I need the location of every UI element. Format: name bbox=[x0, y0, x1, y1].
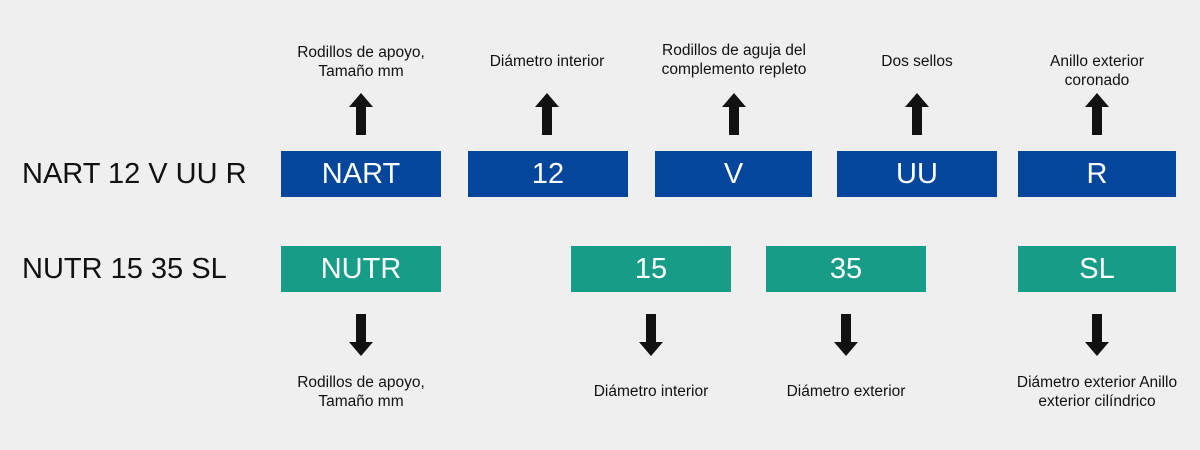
up-arrow-icon bbox=[535, 93, 559, 135]
down-arrow-icon bbox=[834, 314, 858, 356]
row2-caption-nutr: Rodillos de apoyo,Tamaño mm bbox=[297, 374, 425, 410]
up-arrow-icon bbox=[349, 93, 373, 135]
code-box-35: 35 bbox=[766, 246, 926, 292]
down-arrow-icon bbox=[349, 314, 373, 356]
up-arrow-icon bbox=[1085, 93, 1109, 135]
row1-caption-nart: Rodillos de apoyo,Tamaño mm bbox=[297, 44, 425, 80]
down-arrow-icon bbox=[1085, 314, 1109, 356]
up-arrow-icon bbox=[722, 93, 746, 135]
row1-caption-uu: Dos sellos bbox=[881, 53, 953, 70]
code-box-nutr: NUTR bbox=[281, 246, 441, 292]
row2-caption-35: Diámetro exterior bbox=[786, 383, 906, 400]
row1-caption-12: Diámetro interior bbox=[489, 53, 605, 70]
code-box-15: 15 bbox=[571, 246, 731, 292]
row2-caption-15: Diámetro interior bbox=[593, 383, 709, 400]
code-box-r: R bbox=[1018, 151, 1176, 197]
down-arrow-icon bbox=[639, 314, 663, 356]
code-box-v: V bbox=[655, 151, 812, 197]
row1-designation: NART 12 V UU R bbox=[22, 158, 247, 190]
code-box-sl: SL bbox=[1018, 246, 1176, 292]
row2-designation: NUTR 15 35 SL bbox=[22, 253, 227, 285]
up-arrow-icon bbox=[905, 93, 929, 135]
code-box-12: 12 bbox=[468, 151, 628, 197]
code-box-uu: UU bbox=[837, 151, 997, 197]
code-box-nart: NART bbox=[281, 151, 441, 197]
